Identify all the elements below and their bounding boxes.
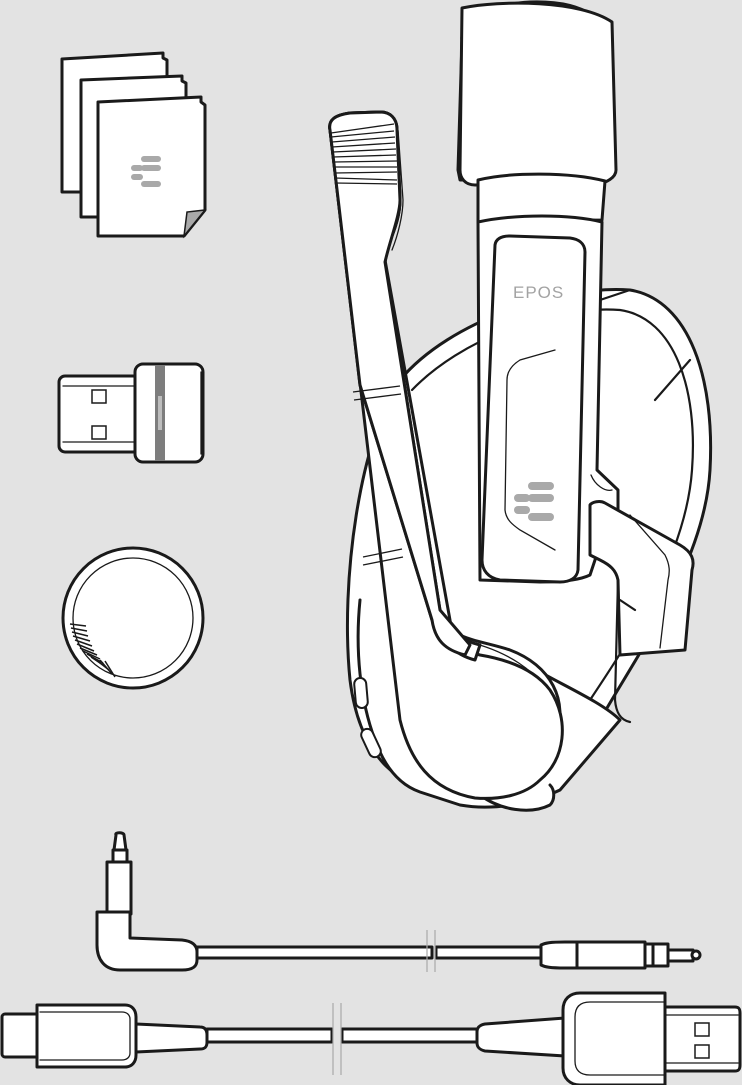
epos-logo-icon bbox=[131, 156, 161, 187]
audio-jack-cable-icon bbox=[90, 830, 702, 975]
headset-icon bbox=[300, 0, 742, 820]
brand-logo-text: EPOS bbox=[513, 283, 565, 302]
quick-guide-booklets-icon bbox=[55, 50, 215, 250]
usb-dongle-icon bbox=[55, 350, 215, 464]
usb-c-to-usb-a-cable-icon bbox=[0, 985, 742, 1085]
magnet-disc-icon bbox=[60, 546, 210, 690]
epos-logo-icon bbox=[514, 482, 554, 521]
